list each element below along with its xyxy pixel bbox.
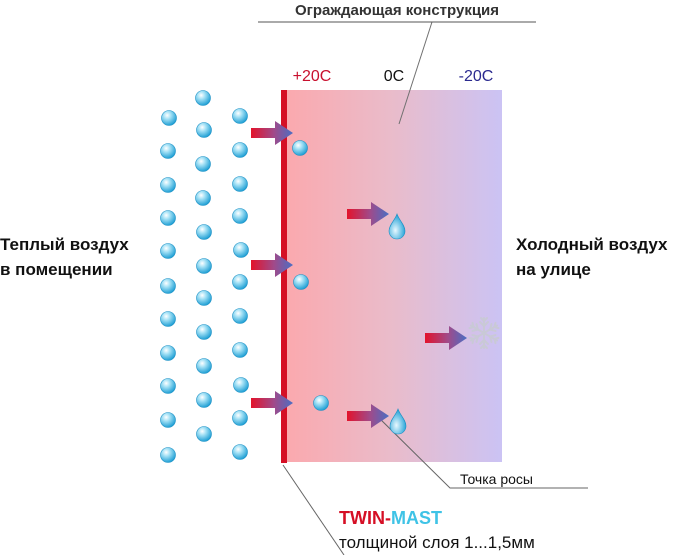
dew-point-leader (371, 410, 588, 489)
air-bubble-icon (196, 358, 212, 374)
air-bubble-icon (160, 243, 176, 259)
air-bubble-icon (196, 224, 212, 240)
air-bubble-icon (232, 274, 248, 290)
arrow-right-icon (251, 253, 293, 277)
air-bubble-icon (161, 110, 177, 126)
brand-label: TWIN-MAST (339, 508, 442, 528)
diagram-title: Ограждающая конструкция (295, 2, 499, 19)
water-droplet-icon (388, 213, 406, 240)
snowflake-icon (468, 317, 500, 349)
membrane-leader (282, 464, 345, 556)
air-bubble-icon (313, 395, 329, 411)
air-bubble-icon (232, 342, 248, 358)
dew-point-label: Точка росы (460, 471, 533, 487)
air-bubble-icon (160, 447, 176, 463)
air-bubble-icon (232, 108, 248, 124)
air-bubble-icon (232, 444, 248, 460)
air-bubble-icon (232, 308, 248, 324)
temp-zero-label: 0C (384, 68, 404, 85)
air-bubble-icon (293, 274, 309, 290)
air-bubble-icon (196, 392, 212, 408)
air-bubble-icon (195, 90, 211, 106)
arrow-right-icon (347, 202, 389, 226)
air-bubble-icon (232, 410, 248, 426)
air-bubble-icon (160, 177, 176, 193)
arrow-right-icon (251, 121, 293, 145)
cold-air-label-line2: на улице (516, 260, 591, 279)
air-bubble-icon (233, 242, 249, 258)
brand-dash: - (385, 508, 391, 528)
twin-mast-membrane (281, 90, 287, 463)
air-bubble-icon (160, 278, 176, 294)
warm-air-label-line1: Теплый воздух (0, 235, 129, 254)
air-bubble-icon (160, 311, 176, 327)
air-bubble-icon (196, 122, 212, 138)
air-bubble-icon (160, 412, 176, 428)
air-bubble-icon (196, 290, 212, 306)
arrow-right-icon (347, 404, 389, 428)
air-bubble-icon (196, 324, 212, 340)
air-bubble-icon (232, 208, 248, 224)
air-bubble-icon (160, 143, 176, 159)
air-bubble-icon (160, 210, 176, 226)
arrow-right-icon (425, 326, 467, 350)
air-bubble-icon (160, 378, 176, 394)
arrow-right-icon (251, 391, 293, 415)
brand-twin: TWIN (339, 508, 385, 528)
air-bubble-icon (195, 156, 211, 172)
air-bubble-icon (160, 345, 176, 361)
droplets-group (388, 213, 407, 435)
air-bubble-icon (233, 377, 249, 393)
water-droplet-icon (389, 408, 407, 435)
cold-air-label-line1: Холодный воздух (516, 235, 668, 254)
air-bubble-icon (232, 142, 248, 158)
temp-cold-label: -20C (459, 68, 494, 85)
air-bubble-icon (292, 140, 308, 156)
airflow-arrows-group (251, 121, 467, 428)
temp-warm-label: +20C (293, 68, 332, 85)
brand-mast: MAST (391, 508, 442, 528)
air-bubble-icon (195, 190, 211, 206)
warm-air-label-line2: в помещении (0, 260, 113, 279)
air-bubble-icon (196, 258, 212, 274)
air-bubble-icon (196, 426, 212, 442)
title-leader-line (398, 21, 433, 125)
air-bubble-icon (232, 176, 248, 192)
air-bubbles-group (160, 90, 329, 463)
thickness-label: толщиной слоя 1...1,5мм (339, 533, 535, 552)
